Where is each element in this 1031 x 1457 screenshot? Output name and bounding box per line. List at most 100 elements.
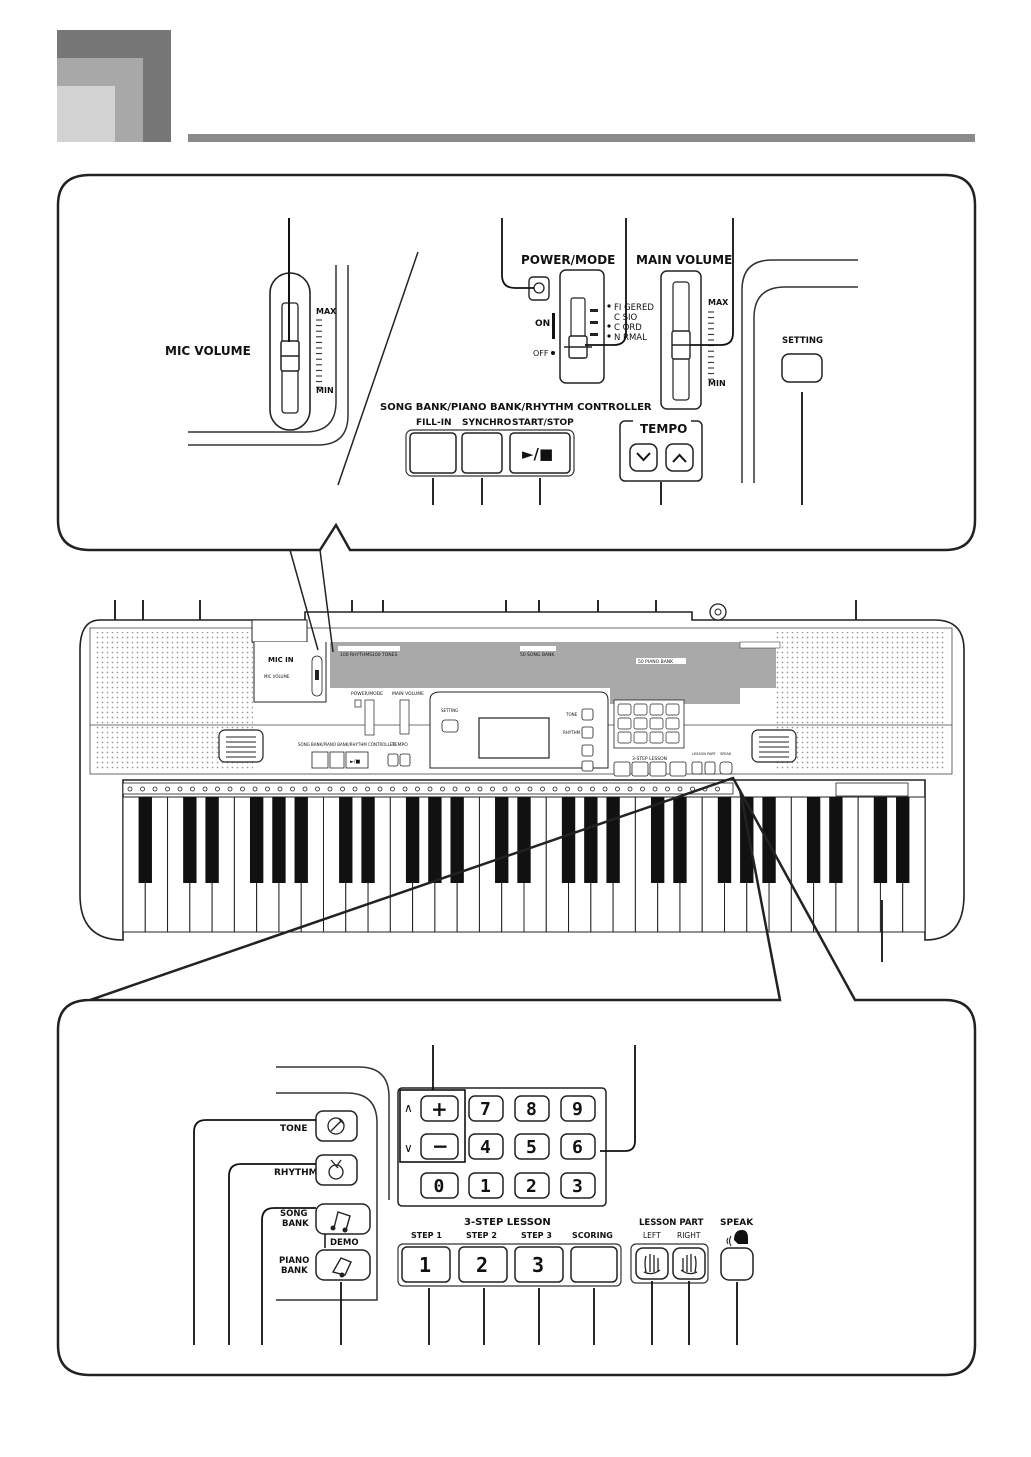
black-key[interactable] [138,797,152,883]
tempo-down-button[interactable] [629,443,658,472]
mini-keypad-button[interactable] [633,717,648,730]
keypad-minus-button[interactable] [420,1133,459,1160]
number-button-9[interactable] [560,1095,596,1122]
keypad-plus-button[interactable] [420,1095,459,1122]
black-key[interactable] [829,797,843,883]
piano-bank-button[interactable] [315,1249,371,1281]
number-button-4[interactable] [468,1133,504,1160]
main-volume-ticks [708,311,714,380]
number-label-9: 9 [572,1099,583,1120]
number-button-3[interactable] [560,1172,596,1199]
speak-label: SPEAK [720,1218,754,1228]
setting-button[interactable] [781,353,823,383]
step1-button[interactable] [401,1246,451,1283]
scoring-button[interactable] [570,1246,618,1283]
number-button-1[interactable] [468,1172,504,1199]
number-button-7[interactable] [468,1095,504,1122]
mini-keypad-button[interactable] [665,703,680,716]
lesson-part-section: LESSON PART LEFT RIGHT [630,1218,709,1345]
key-icon-mark [290,786,295,792]
black-key[interactable] [294,797,308,883]
header-tab-light [57,86,115,142]
synchro-button[interactable] [461,432,503,474]
key-icon-mark [127,786,133,792]
mini-keypad-button[interactable] [665,717,680,730]
black-key[interactable] [205,797,219,883]
tone-label: TONE [280,1124,307,1134]
black-key[interactable] [450,797,464,883]
mini-keypad-button[interactable] [617,703,632,716]
key-icon-mark [477,786,483,792]
mini-keypad-button[interactable] [633,703,648,716]
lesson-part-right: RIGHT [677,1231,701,1240]
number-button-6[interactable] [560,1133,596,1160]
black-key[interactable] [339,797,353,883]
black-key[interactable] [428,797,442,883]
black-key[interactable] [272,797,286,883]
mini-speak: SPEAK [720,752,732,756]
key-icon-mark [502,786,508,792]
black-key[interactable] [873,797,888,883]
power-on-label: ON [535,319,550,329]
piano-bank-label-1: PIANO [279,1256,309,1266]
black-key[interactable] [740,797,754,883]
song-bank-button[interactable] [315,1203,371,1235]
key-icon-mark [240,786,245,792]
fill-in-button[interactable] [409,432,457,474]
mini-keypad-button[interactable] [633,731,648,744]
black-key[interactable] [517,797,531,883]
header-rule [188,134,975,142]
black-key[interactable] [361,797,375,883]
black-key[interactable] [495,797,509,883]
mini-controls: POWER/MODE MAIN VOLUME SONG BANK/PIANO B… [298,691,424,769]
mic-volume-section: MIC VOLUME MAX MIN [165,218,349,446]
number-button-8[interactable] [514,1095,550,1122]
black-key[interactable] [762,797,776,883]
mini-keypad-button[interactable] [649,731,664,744]
left-hand-button[interactable] [635,1247,669,1280]
key-icon-mark [527,786,533,792]
black-key[interactable] [806,797,821,883]
key-icon-mark [215,786,220,792]
mini-keypad-button[interactable] [665,731,680,744]
callout-line-song-bank [261,1207,316,1345]
black-key[interactable] [561,797,576,883]
mini-tone: TONE [565,712,578,717]
lesson-section: 3-STEP LESSON STEP 1 STEP 2 STEP 3 SCORI… [397,1217,622,1345]
right-hand-button[interactable] [672,1247,706,1280]
black-key[interactable] [584,797,598,883]
start-stop-button[interactable] [509,432,571,474]
mini-keypad-button[interactable] [617,717,632,730]
black-key[interactable] [606,797,620,883]
key-icon-mark [227,786,233,792]
black-key[interactable] [183,797,197,883]
tempo-label: TEMPO [640,422,687,436]
speak-button[interactable] [720,1247,754,1281]
mic-volume-ticks [316,319,322,388]
mini-keypad-button[interactable] [649,703,664,716]
black-key[interactable] [249,797,264,883]
demo-label: DEMO [330,1238,359,1248]
number-button-0[interactable] [420,1172,459,1199]
keyboard-body: 100 RHYTHMS 100 TONES 50 SONG BANK 50 PI… [79,549,965,962]
black-key[interactable] [896,797,910,883]
number-button-5[interactable] [514,1133,550,1160]
mini-keypad-button[interactable] [617,731,632,744]
black-key[interactable] [405,797,420,883]
step3-button[interactable] [514,1246,564,1283]
key-icon-mark [465,786,470,792]
black-key[interactable] [650,797,665,883]
black-key[interactable] [717,797,732,883]
rhythm-button[interactable] [315,1154,358,1186]
step2-label: STEP 2 [466,1231,497,1240]
step2-button[interactable] [458,1246,508,1283]
number-button-2[interactable] [514,1172,550,1199]
main-volume-section: MAIN VOLUME MAX MIN [636,218,734,410]
tempo-up-button[interactable] [665,443,694,472]
step1-label: STEP 1 [411,1231,442,1240]
key-icon-mark [427,786,433,792]
lesson-part-label: LESSON PART [639,1218,704,1228]
main-volume-slider-frame [660,270,702,410]
mini-keypad-button[interactable] [649,717,664,730]
black-key[interactable] [673,797,687,883]
